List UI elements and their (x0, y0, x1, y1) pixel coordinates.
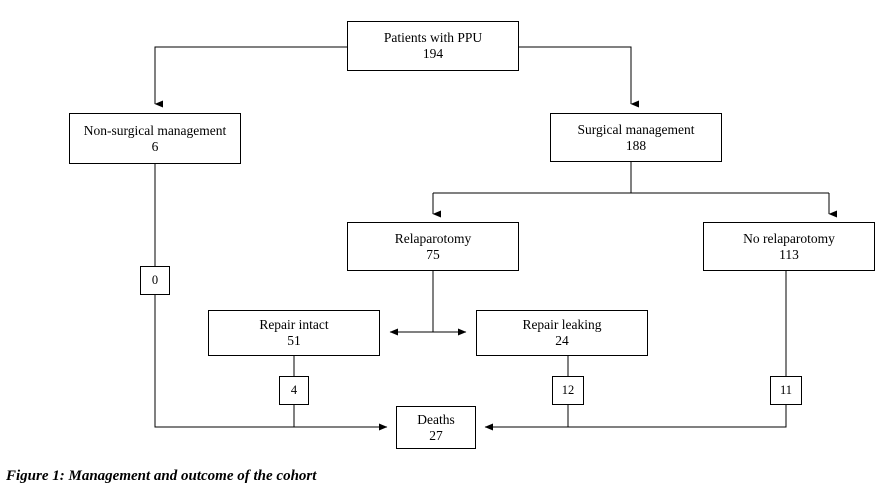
node-label: Repair intact (259, 317, 329, 333)
node-label: Relaparotomy (394, 230, 472, 246)
figure-caption: Figure 1: Management and outcome of the … (6, 468, 317, 484)
edge-ppu-to-nonsurgical (154, 46, 347, 108)
edge-norelaparotomy-count-to-deaths (484, 405, 787, 431)
count-box-repair-intact-deaths[interactable]: 4 (279, 376, 309, 405)
node-repair-intact[interactable]: Repair intact 51 (208, 310, 380, 356)
node-value: 188 (625, 137, 647, 153)
edge-nonsurgical-count-to-deaths (154, 295, 388, 431)
count-box-norelaparotomy-deaths[interactable]: 11 (770, 376, 802, 405)
node-patients-with-ppu[interactable]: Patients with PPU 194 (347, 21, 519, 71)
node-non-surgical-management[interactable]: Non-surgical management 6 (69, 113, 241, 164)
count-box-repair-leaking-deaths[interactable]: 12 (552, 376, 584, 405)
node-value: 194 (422, 46, 444, 61)
node-no-relaparotomy[interactable]: No relaparotomy 113 (703, 222, 875, 271)
node-value: 27 (429, 427, 443, 443)
node-label: Non-surgical management (83, 122, 227, 138)
node-value: 51 (287, 333, 301, 348)
node-surgical-management[interactable]: Surgical management 188 (550, 113, 722, 162)
node-label: Surgical management (577, 121, 695, 137)
node-repair-leaking[interactable]: Repair leaking 24 (476, 310, 648, 356)
node-value: 75 (426, 246, 440, 262)
node-deaths[interactable]: Deaths 27 (396, 406, 476, 449)
node-value: 6 (151, 138, 159, 154)
node-label: Deaths (417, 411, 455, 427)
node-label: Repair leaking (522, 317, 602, 333)
edge-ppu-to-surgical (519, 46, 640, 108)
node-label: No relaparotomy (743, 230, 835, 246)
node-value: 113 (779, 246, 799, 262)
node-value: 24 (555, 333, 569, 348)
node-relaparotomy[interactable]: Relaparotomy 75 (347, 222, 519, 271)
count-box-nonsurgical-deaths[interactable]: 0 (140, 266, 170, 295)
node-label: Patients with PPU (383, 30, 483, 46)
